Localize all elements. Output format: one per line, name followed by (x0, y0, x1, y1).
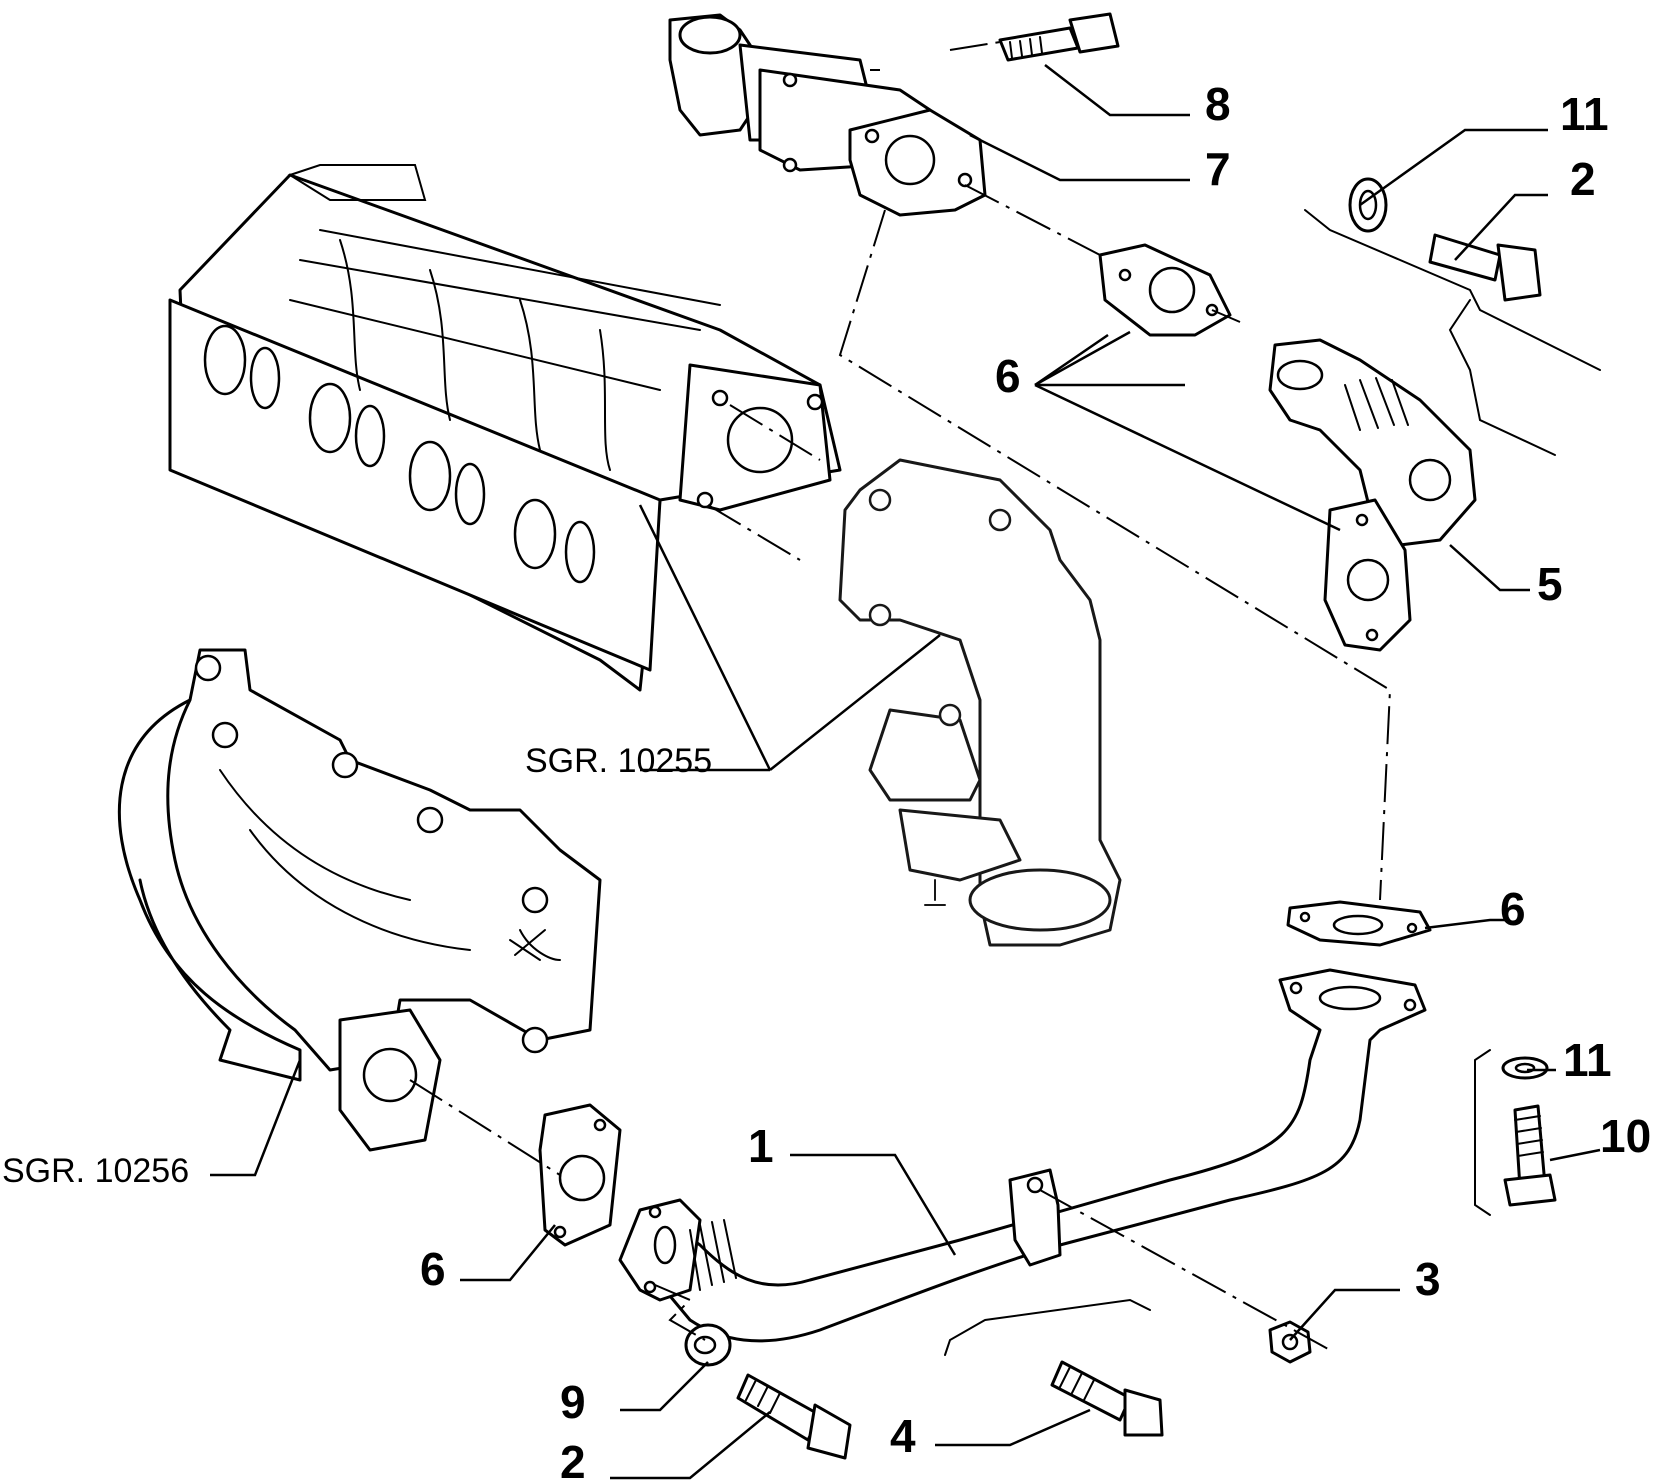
nut-3 (1268, 1320, 1312, 1364)
egr-throttle-body (838, 458, 1122, 947)
egr-pipe-1 (618, 968, 1427, 1343)
assembly-lines (409, 41, 1392, 1351)
callout-2-upper: 2 (1570, 153, 1596, 205)
callout-8: 8 (1205, 78, 1231, 130)
exhaust-manifold (117, 648, 602, 1152)
bracket-line-upper (1304, 209, 1601, 456)
callout-6-upper: 6 (995, 350, 1021, 402)
bolt-10 (1503, 1104, 1557, 1207)
callout-4: 4 (890, 1410, 916, 1462)
sgr-reference-intake: SGR. 10255 (525, 742, 712, 780)
callout-6-lower: 6 (420, 1243, 446, 1295)
callout-2-lower: 2 (560, 1436, 586, 1480)
bracket-line-lower (944, 1298, 1151, 1356)
washer-11-upper (1348, 177, 1388, 233)
callout-1: 1 (748, 1120, 774, 1172)
bracket-group (1474, 1049, 1491, 1216)
callout-7: 7 (1205, 143, 1231, 195)
leader-lines (210, 64, 1601, 1480)
gasket-6-upper (1098, 243, 1232, 337)
bolt-4 (1050, 1360, 1164, 1437)
gasket-6-lower (538, 1103, 622, 1247)
pipe-5 (1268, 338, 1477, 547)
washer-9 (684, 1323, 732, 1367)
intake-manifold (168, 164, 842, 692)
gasket-6-right (1323, 498, 1412, 652)
sgr-reference-exhaust: SGR. 10256 (2, 1152, 189, 1190)
callout-9: 9 (560, 1376, 586, 1428)
callout-3: 3 (1415, 1253, 1441, 1305)
callout-6-mid: 6 (1500, 883, 1526, 935)
callout-5: 5 (1537, 558, 1563, 610)
bolt-8 (998, 12, 1120, 62)
washer-11-lower (1501, 1056, 1549, 1080)
callout-11-lower: 11 (1563, 1034, 1612, 1086)
bolt-2-upper (1428, 233, 1542, 302)
egr-valve (668, 13, 987, 217)
gasket-6-mid (1286, 900, 1432, 947)
callout-10: 10 (1600, 1110, 1651, 1162)
bolt-2-lower (736, 1373, 852, 1460)
callout-11-upper: 11 (1560, 88, 1609, 140)
